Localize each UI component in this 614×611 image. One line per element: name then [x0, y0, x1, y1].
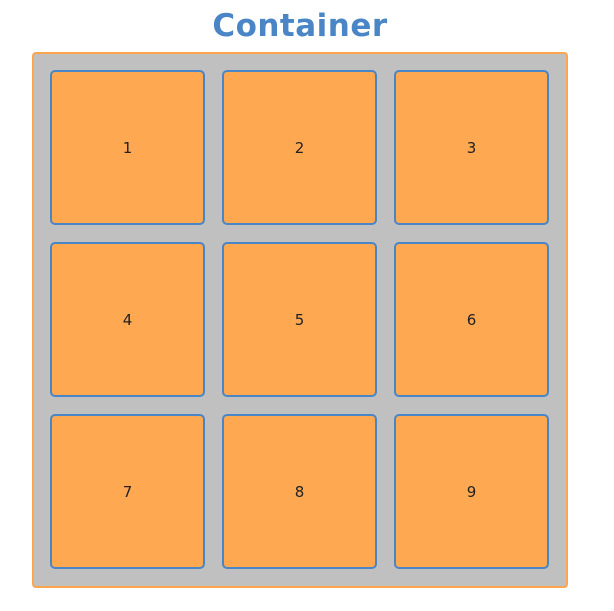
grid: 1 2 3 4 5 6 7 8 9: [50, 70, 549, 569]
grid-item-6: 6: [394, 242, 549, 397]
grid-item-7: 7: [50, 414, 205, 569]
grid-item-2: 2: [222, 70, 377, 225]
grid-item-9: 9: [394, 414, 549, 569]
container-title: Container: [212, 8, 388, 44]
grid-item-4: 4: [50, 242, 205, 397]
grid-container: 1 2 3 4 5 6 7 8 9: [32, 52, 568, 588]
grid-item-5: 5: [222, 242, 377, 397]
grid-item-8: 8: [222, 414, 377, 569]
grid-item-1: 1: [50, 70, 205, 225]
grid-item-3: 3: [394, 70, 549, 225]
